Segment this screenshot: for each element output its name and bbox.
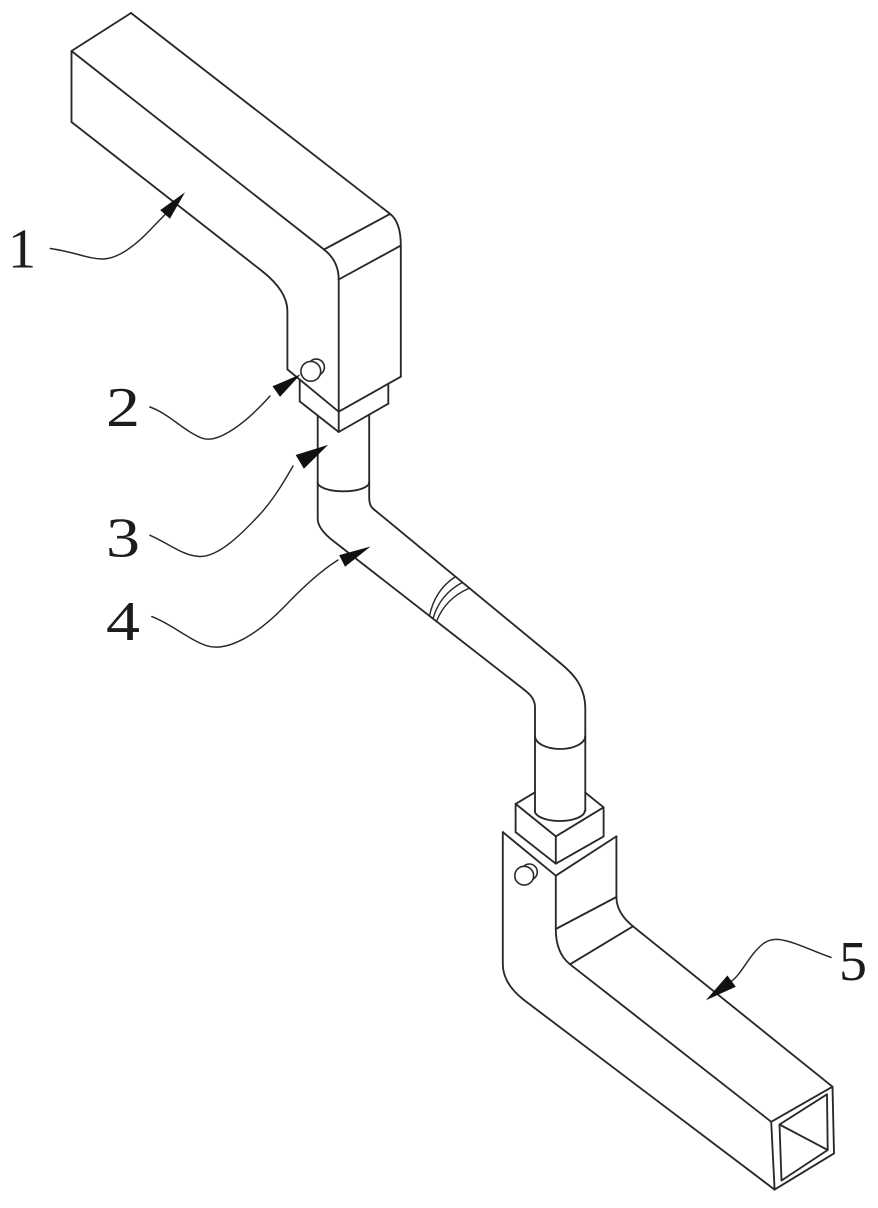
svg-text:3: 3 — [106, 508, 140, 570]
svg-text:5: 5 — [839, 931, 867, 993]
svg-text:1: 1 — [8, 219, 36, 281]
svg-text:4: 4 — [106, 591, 140, 653]
svg-text:2: 2 — [106, 377, 140, 439]
